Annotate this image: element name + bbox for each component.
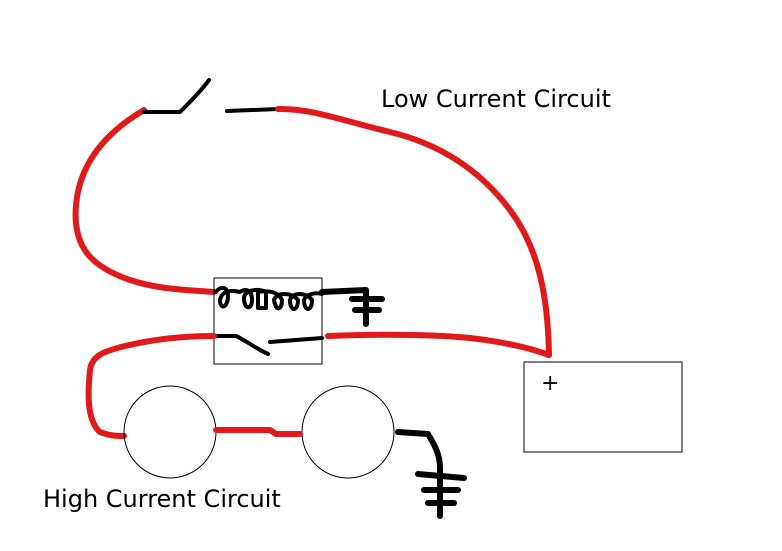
relay-switch-contact	[214, 334, 270, 356]
battery-box	[523, 361, 683, 453]
battery-plus-label: +	[541, 371, 559, 396]
low-current-wire-left	[72, 107, 217, 295]
switch-contact-left	[142, 78, 211, 114]
low-current-label: Low Current Circuit	[381, 85, 611, 113]
low-current-wire-right	[275, 105, 552, 358]
lamp-link-wire	[213, 427, 303, 437]
switch-contact-right	[225, 107, 280, 113]
relay-box	[213, 277, 323, 365]
relay-coil	[214, 285, 324, 311]
lamp-ground-icon	[415, 471, 467, 506]
high-current-label: High Current Circuit	[43, 485, 281, 513]
lamp-2	[301, 385, 395, 479]
lamp-ground-wire	[395, 429, 443, 519]
lamp-1	[123, 385, 217, 479]
relay-switch-terminal	[268, 336, 324, 344]
coil-ground-icon	[349, 296, 385, 313]
high-current-wire-battery	[325, 331, 552, 358]
high-current-wire-left	[85, 333, 217, 439]
